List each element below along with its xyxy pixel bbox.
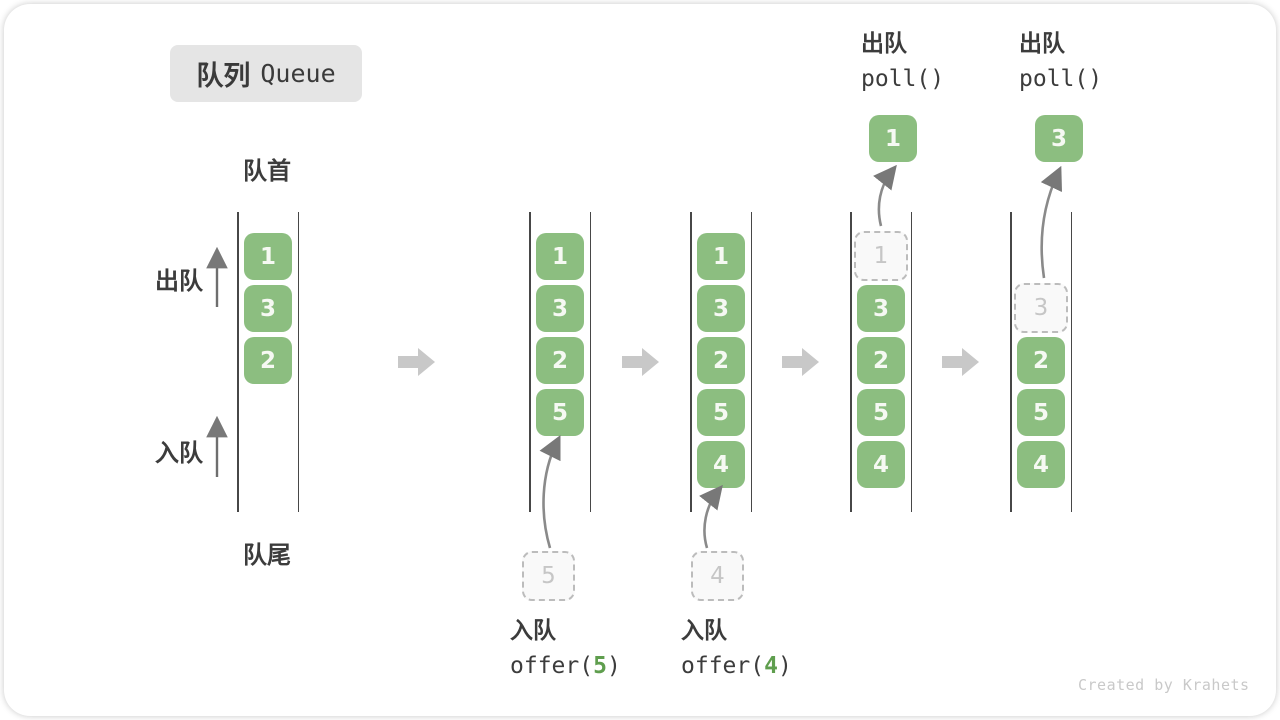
queue-wall-right: [297, 212, 299, 512]
queue-wall-right: [750, 212, 752, 512]
title-zh: 队列: [196, 61, 251, 92]
queue-cell: 2: [857, 337, 905, 384]
queue-cell: 2: [244, 337, 292, 384]
title-chip: 队列 Queue: [170, 45, 362, 102]
dequeue-op-zh: 出队: [1019, 31, 1065, 57]
queue-cell: 4: [1017, 441, 1065, 488]
enqueue-curved-arrow-icon: [539, 435, 561, 549]
queue-cell: 4: [857, 441, 905, 488]
queue-wall-right: [910, 212, 912, 512]
queue-cell-ghost: 1: [854, 231, 908, 281]
queue-cell: 2: [1017, 337, 1065, 384]
queue-wall-left: [690, 212, 692, 512]
queue-cell: 3: [536, 285, 584, 332]
pending-enqueue-cell: 4: [691, 551, 744, 601]
enqueue-op-label: 入队 offer(5): [510, 617, 621, 680]
queue-front-label: 队首: [243, 157, 291, 185]
queue-cell: 1: [697, 233, 745, 280]
queue-wall-left: [237, 212, 239, 512]
queue-column: 1 3 2 5 4: [690, 212, 752, 512]
dequeue-curved-arrow-icon: [873, 164, 897, 227]
pending-enqueue-cell: 5: [522, 551, 575, 601]
code-arg: 5: [593, 653, 607, 679]
queue-cell: 3: [244, 285, 292, 332]
queue-cell: 2: [697, 337, 745, 384]
queue-rear-label: 队尾: [243, 541, 291, 569]
queue-cell: 1: [244, 233, 292, 280]
dequeue-side-label: 出队: [155, 267, 203, 295]
queue-wall-right: [589, 212, 591, 512]
queue-column: 1 3 2 5: [529, 212, 591, 512]
code-arg: 4: [764, 653, 778, 679]
code-fn: offer(: [681, 653, 765, 679]
dequeue-curved-arrow-icon: [1040, 165, 1063, 279]
dequeue-op-label: 出队 poll(): [861, 30, 944, 93]
queue-cell: 4: [697, 441, 745, 488]
enqueue-op-zh: 入队: [681, 618, 727, 644]
dequeue-up-arrow-icon: [206, 246, 228, 307]
enqueue-curved-arrow-icon: [699, 484, 723, 549]
queue-cells: 1 3 2 5 4: [690, 212, 752, 512]
flow-arrow-icon: [942, 348, 979, 376]
enqueue-op-code: offer(4): [681, 652, 792, 680]
title-en: Queue: [260, 59, 336, 88]
dequeue-op-zh: 出队: [861, 31, 907, 57]
queue-cell: 5: [857, 389, 905, 436]
queue-wall-left: [529, 212, 531, 512]
queue-cell: 2: [536, 337, 584, 384]
dequeue-op-code: poll(): [861, 66, 945, 92]
dequeued-result-cell: 3: [1035, 115, 1083, 162]
enqueue-op-code: offer(5): [510, 652, 621, 680]
queue-cell: 1: [536, 233, 584, 280]
queue-cell: 5: [697, 389, 745, 436]
dequeue-op-code: poll(): [1019, 66, 1103, 92]
enqueue-side-label: 入队: [155, 439, 203, 467]
flow-arrow-icon: [622, 348, 659, 376]
queue-cell-ghost: 3: [1014, 283, 1068, 333]
queue-cells: 1 3 2: [237, 212, 299, 512]
enqueue-op-label: 入队 offer(4): [681, 617, 792, 680]
footer-credit: Created by Krahets: [1078, 676, 1250, 694]
code-close: ): [606, 653, 621, 679]
dequeued-result-cell: 1: [869, 115, 917, 162]
queue-column: 1 3 2: [237, 212, 299, 512]
queue-wall-left: [850, 212, 852, 512]
dequeue-op-label: 出队 poll(): [1019, 30, 1102, 93]
enqueue-op-zh: 入队: [510, 618, 556, 644]
code-close: ): [777, 653, 792, 679]
queue-cell: 3: [697, 285, 745, 332]
queue-cell: 5: [1017, 389, 1065, 436]
queue-cells: 1 3 2 5: [529, 212, 591, 512]
queue-cell: 5: [536, 389, 584, 436]
queue-cell: 3: [857, 285, 905, 332]
code-fn: offer(: [510, 653, 594, 679]
enqueue-up-arrow-icon: [206, 415, 228, 477]
queue-wall-right: [1070, 212, 1072, 512]
queue-wall-left: [1010, 212, 1012, 512]
flow-arrow-icon: [782, 348, 819, 376]
flow-arrow-icon: [398, 348, 435, 376]
